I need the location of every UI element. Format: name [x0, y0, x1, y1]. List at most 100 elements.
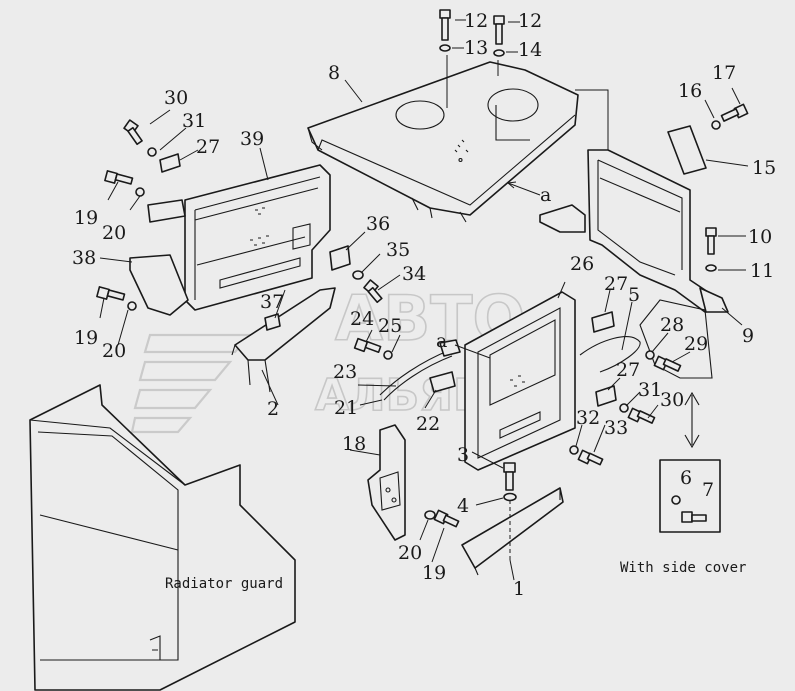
- clip-27-left: [159, 153, 181, 173]
- washer-13: [439, 44, 451, 52]
- washer-32: [569, 445, 579, 455]
- view-arrow-mid: [454, 344, 491, 359]
- view-mark-top: a: [540, 184, 551, 206]
- washer-20-upper: [135, 187, 145, 197]
- callout-16: 16: [678, 80, 702, 102]
- callout-38: 38: [72, 247, 96, 269]
- callout-22: 22: [416, 413, 440, 435]
- callout-36: 36: [366, 213, 390, 235]
- callout-10: 10: [748, 226, 772, 248]
- bolt-12-right: [493, 15, 505, 45]
- callout-31-right: 31: [638, 379, 662, 401]
- callout-20-bottom: 20: [398, 542, 422, 564]
- radiator-guard: [29, 384, 296, 691]
- bolt-19-bottom: [433, 509, 460, 528]
- callout-19-bottom: 19: [422, 562, 446, 584]
- washer-16: [711, 120, 721, 130]
- stay-bracket: [539, 204, 586, 233]
- bolt-19-upper: [104, 170, 134, 185]
- washer-28: [645, 350, 655, 360]
- callout-29: 29: [684, 333, 708, 355]
- caption-radiator-guard: Radiator guard: [165, 576, 283, 592]
- callout-27-right-top: 27: [604, 273, 628, 295]
- callout-14: 14: [518, 39, 542, 61]
- clip-27-right-bottom: [595, 385, 617, 407]
- right-side-door: [464, 291, 576, 471]
- callout-28: 28: [660, 314, 684, 336]
- washer-6: [671, 495, 681, 505]
- bolt-19-lower: [96, 286, 126, 301]
- callout-13: 13: [464, 37, 488, 59]
- callout-labels: 12 12 13 14 8 30 31 27 39 17 16 15 19 20…: [72, 10, 776, 600]
- callout-31-left: 31: [182, 110, 206, 132]
- callout-25: 25: [378, 315, 402, 337]
- plate-15: [667, 125, 707, 175]
- bolt-34: [363, 279, 383, 304]
- callout-11: 11: [750, 260, 774, 282]
- callout-20-upper: 20: [102, 222, 126, 244]
- bolt-7: [681, 511, 707, 523]
- bolt-33: [577, 449, 604, 466]
- callout-27-left: 27: [196, 136, 220, 158]
- callout-7: 7: [702, 479, 714, 501]
- callout-34: 34: [402, 263, 426, 285]
- side-bracket-upper: [147, 199, 186, 223]
- callout-5: 5: [628, 284, 640, 306]
- double-arrow: [684, 391, 700, 449]
- callout-27-right-bottom: 27: [616, 359, 640, 381]
- washer-20-lower: [127, 301, 137, 311]
- bolt-17: [720, 103, 749, 122]
- stay-rod-23: [379, 349, 451, 396]
- bolt-30-right: [627, 407, 656, 424]
- callout-3: 3: [457, 444, 469, 466]
- clip-36: [329, 245, 351, 271]
- callout-19-lower: 19: [74, 327, 98, 349]
- bolt-29: [653, 355, 682, 372]
- callout-9: 9: [742, 325, 754, 347]
- bolt-24: [353, 337, 382, 354]
- bolt-12-left: [439, 9, 451, 41]
- callout-17: 17: [712, 62, 736, 84]
- view-mark-mid: a: [436, 330, 447, 352]
- clip-37: [264, 313, 281, 331]
- callout-18: 18: [342, 433, 366, 455]
- callout-35: 35: [386, 239, 410, 261]
- callout-8: 8: [328, 62, 340, 84]
- washer-20-bottom: [424, 510, 436, 520]
- handle-5: [579, 336, 641, 373]
- stay-2: [234, 287, 336, 361]
- bolt-10: [705, 227, 717, 255]
- bracket-18: [367, 424, 406, 541]
- callout-21: 21: [334, 397, 358, 419]
- side-bracket-38: [129, 254, 189, 316]
- callout-12-right: 12: [518, 10, 542, 32]
- clip-27-right-top: [591, 311, 615, 333]
- bracket-22: [429, 371, 456, 393]
- washer-31-left: [147, 147, 157, 157]
- callout-6: 6: [680, 467, 692, 489]
- callout-2: 2: [267, 398, 279, 420]
- washer-14: [493, 49, 505, 57]
- view-arrow-top: [507, 182, 541, 196]
- callout-12-left: 12: [464, 10, 488, 32]
- callout-39: 39: [240, 128, 264, 150]
- callout-20-lower: 20: [102, 340, 126, 362]
- callout-32: 32: [576, 407, 600, 429]
- leader-lines: [99, 19, 749, 581]
- washer-4: [503, 492, 517, 502]
- rod-end: [439, 339, 461, 357]
- bolt-30-left: [123, 119, 143, 146]
- callout-24: 24: [350, 308, 374, 330]
- callout-30-left: 30: [164, 87, 188, 109]
- callout-23: 23: [333, 361, 357, 383]
- top-cover-plate: [307, 55, 579, 223]
- washer-25: [383, 350, 393, 360]
- washer-11: [705, 264, 717, 272]
- bolt-3: [503, 462, 516, 491]
- washer-35: [352, 270, 364, 280]
- left-side-panel: [184, 164, 331, 311]
- rear-frame: [575, 89, 729, 313]
- callout-1: 1: [513, 578, 525, 600]
- callout-37: 37: [260, 291, 284, 313]
